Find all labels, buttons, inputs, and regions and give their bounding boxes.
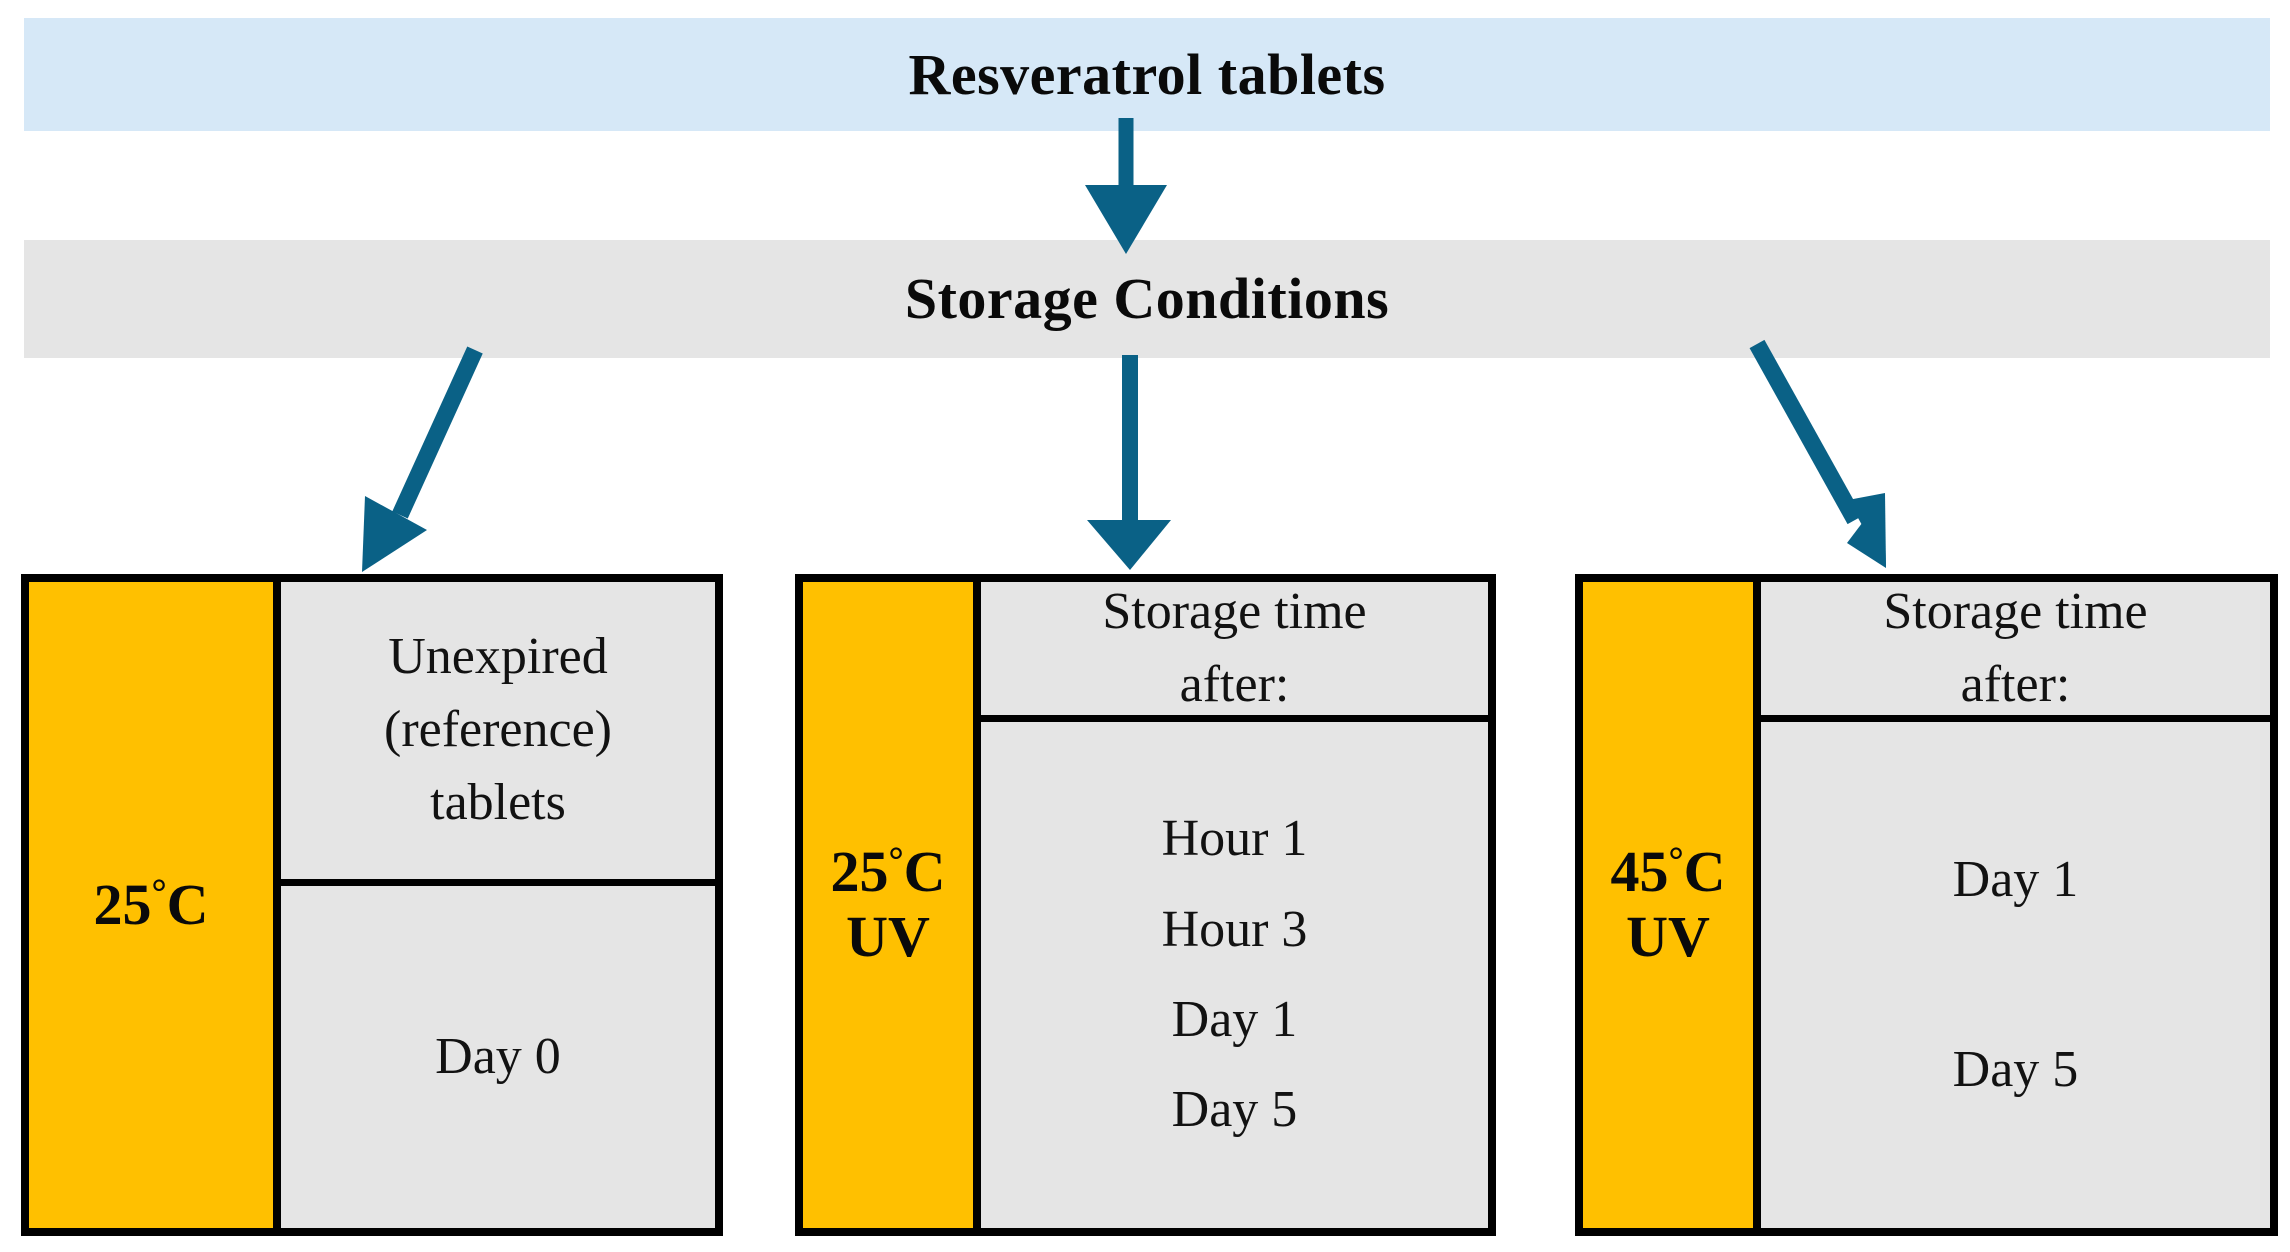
temperature-panel: 25°C UV <box>803 582 981 1228</box>
timepoint-item: Day 5 <box>1952 1040 2079 1098</box>
detail-body: Day 1 Day 5 <box>1761 722 2270 1228</box>
detail-header-line: tablets <box>430 773 566 831</box>
temperature-value: 45 <box>1610 839 1669 905</box>
detail-header-line: after: <box>1960 655 2071 713</box>
timepoint-item: Hour 3 <box>1161 900 1308 958</box>
degree-icon: ° <box>151 872 167 915</box>
detail-header-line: (reference) <box>384 701 612 759</box>
uv-label: UV <box>846 904 930 969</box>
title-banner: Resveratrol tablets <box>24 18 2270 131</box>
detail-header-line: Storage time <box>1883 582 2148 640</box>
temperature-unit: C <box>1683 839 1726 905</box>
detail-panel: Storage time after: Day 1 Day 5 <box>1761 582 2270 1228</box>
detail-header: Storage time after: <box>981 582 1488 722</box>
timepoint-item: Day 1 <box>1952 851 2079 909</box>
timepoint-item: Day 1 <box>1171 991 1298 1048</box>
temperature-label: 25°C <box>93 871 209 938</box>
timepoint-item: Day 0 <box>435 1027 561 1085</box>
temperature-label: 45°C UV <box>1610 839 1726 970</box>
temperature-value: 25 <box>830 839 889 905</box>
detail-panel: Storage time after: Hour 1 Hour 3 Day 1 … <box>981 582 1488 1228</box>
detail-header-line: Storage time <box>1102 582 1367 640</box>
temperature-panel: 25°C <box>29 582 281 1228</box>
storage-conditions-label: Storage Conditions <box>904 266 1390 331</box>
condition-box-45c-uv: 45°C UV Storage time after: Day 1 Day 5 <box>1575 574 2278 1236</box>
temperature-value: 25 <box>93 871 152 937</box>
page-title: Resveratrol tablets <box>908 41 1386 107</box>
arrow-title-to-conditions <box>1085 118 1167 254</box>
degree-icon: ° <box>888 839 904 882</box>
temperature-unit: C <box>166 871 209 937</box>
temperature-panel: 45°C UV <box>1583 582 1761 1228</box>
timepoint-item: Day 5 <box>1171 1081 1298 1139</box>
detail-panel: Unexpired (reference) tablets Day 0 <box>281 582 715 1228</box>
temperature-label: 25°C UV <box>830 839 946 970</box>
storage-conditions-banner: Storage Conditions <box>24 240 2270 358</box>
detail-header: Unexpired (reference) tablets <box>281 582 715 886</box>
condition-box-25c-uv: 25°C UV Storage time after: Hour 1 Hour … <box>795 574 1496 1236</box>
detail-header: Storage time after: <box>1761 582 2270 722</box>
detail-body: Hour 1 Hour 3 Day 1 Day 5 <box>981 722 1488 1228</box>
temperature-unit: C <box>903 839 946 905</box>
uv-label: UV <box>1626 904 1710 969</box>
arrow-conditions-to-box-2 <box>1749 339 1886 568</box>
detail-header-line: after: <box>1179 655 1290 713</box>
detail-body: Day 0 <box>281 886 715 1228</box>
detail-header-line: Unexpired <box>388 628 608 686</box>
arrow-conditions-to-box-0 <box>362 346 483 572</box>
degree-icon: ° <box>1668 839 1684 882</box>
condition-box-reference: 25°C Unexpired (reference) tablets Day 0 <box>21 574 723 1236</box>
arrow-conditions-to-box-1 <box>1087 355 1171 570</box>
timepoint-item: Hour 1 <box>1161 810 1308 868</box>
